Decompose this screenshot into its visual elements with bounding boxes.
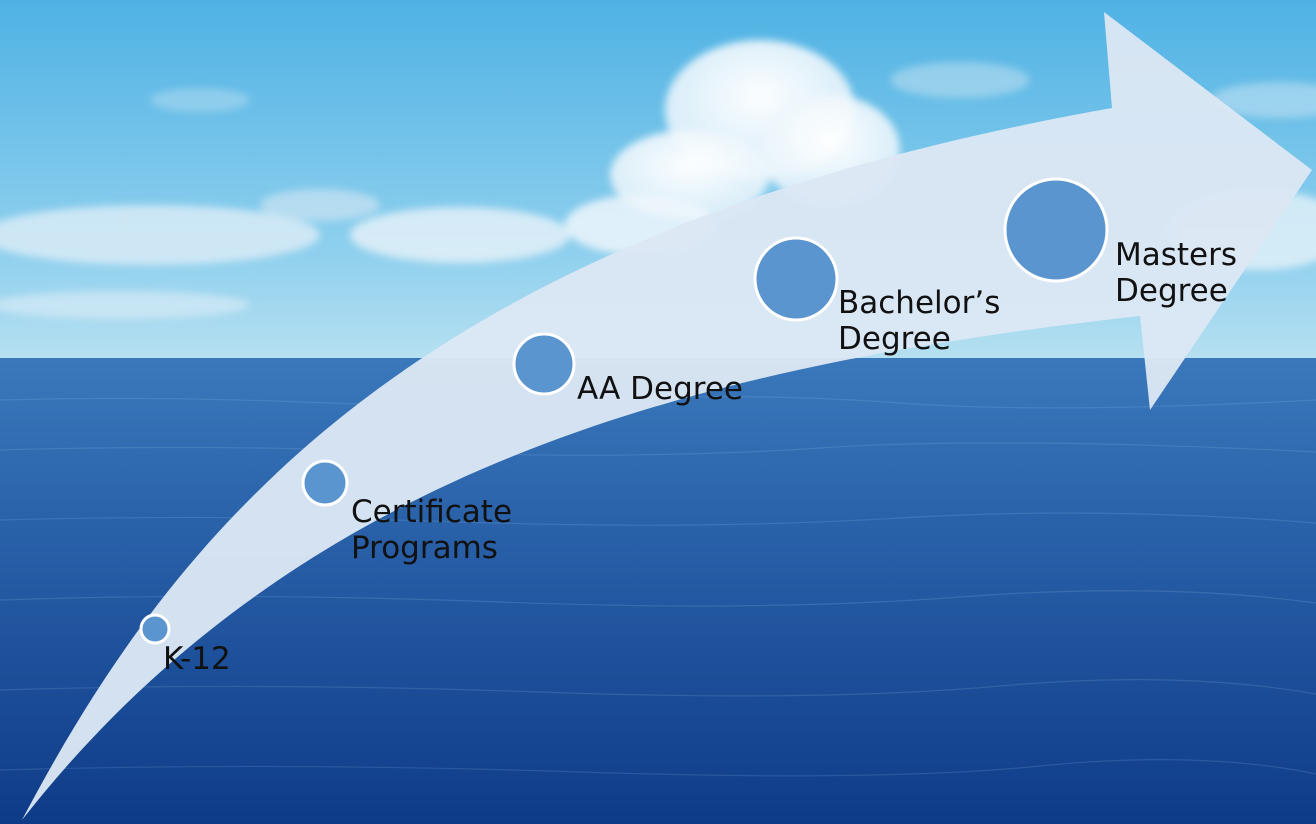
milestone-nodes [139, 177, 1109, 645]
node-bachelors [753, 236, 839, 322]
node-masters [1003, 177, 1109, 283]
label-certificate-programs: Certificate Programs [351, 494, 513, 566]
label-k12: K-12 [163, 641, 231, 677]
label-aa-degree: AA Degree [577, 371, 743, 407]
label-bachelors-degree: Bachelor’s Degree [838, 285, 1001, 357]
node-aa-degree [512, 332, 576, 396]
node-k12 [139, 613, 171, 645]
growth-arrow [22, 12, 1312, 820]
node-certificate [301, 459, 349, 507]
label-masters-degree: Masters Degree [1115, 237, 1238, 309]
